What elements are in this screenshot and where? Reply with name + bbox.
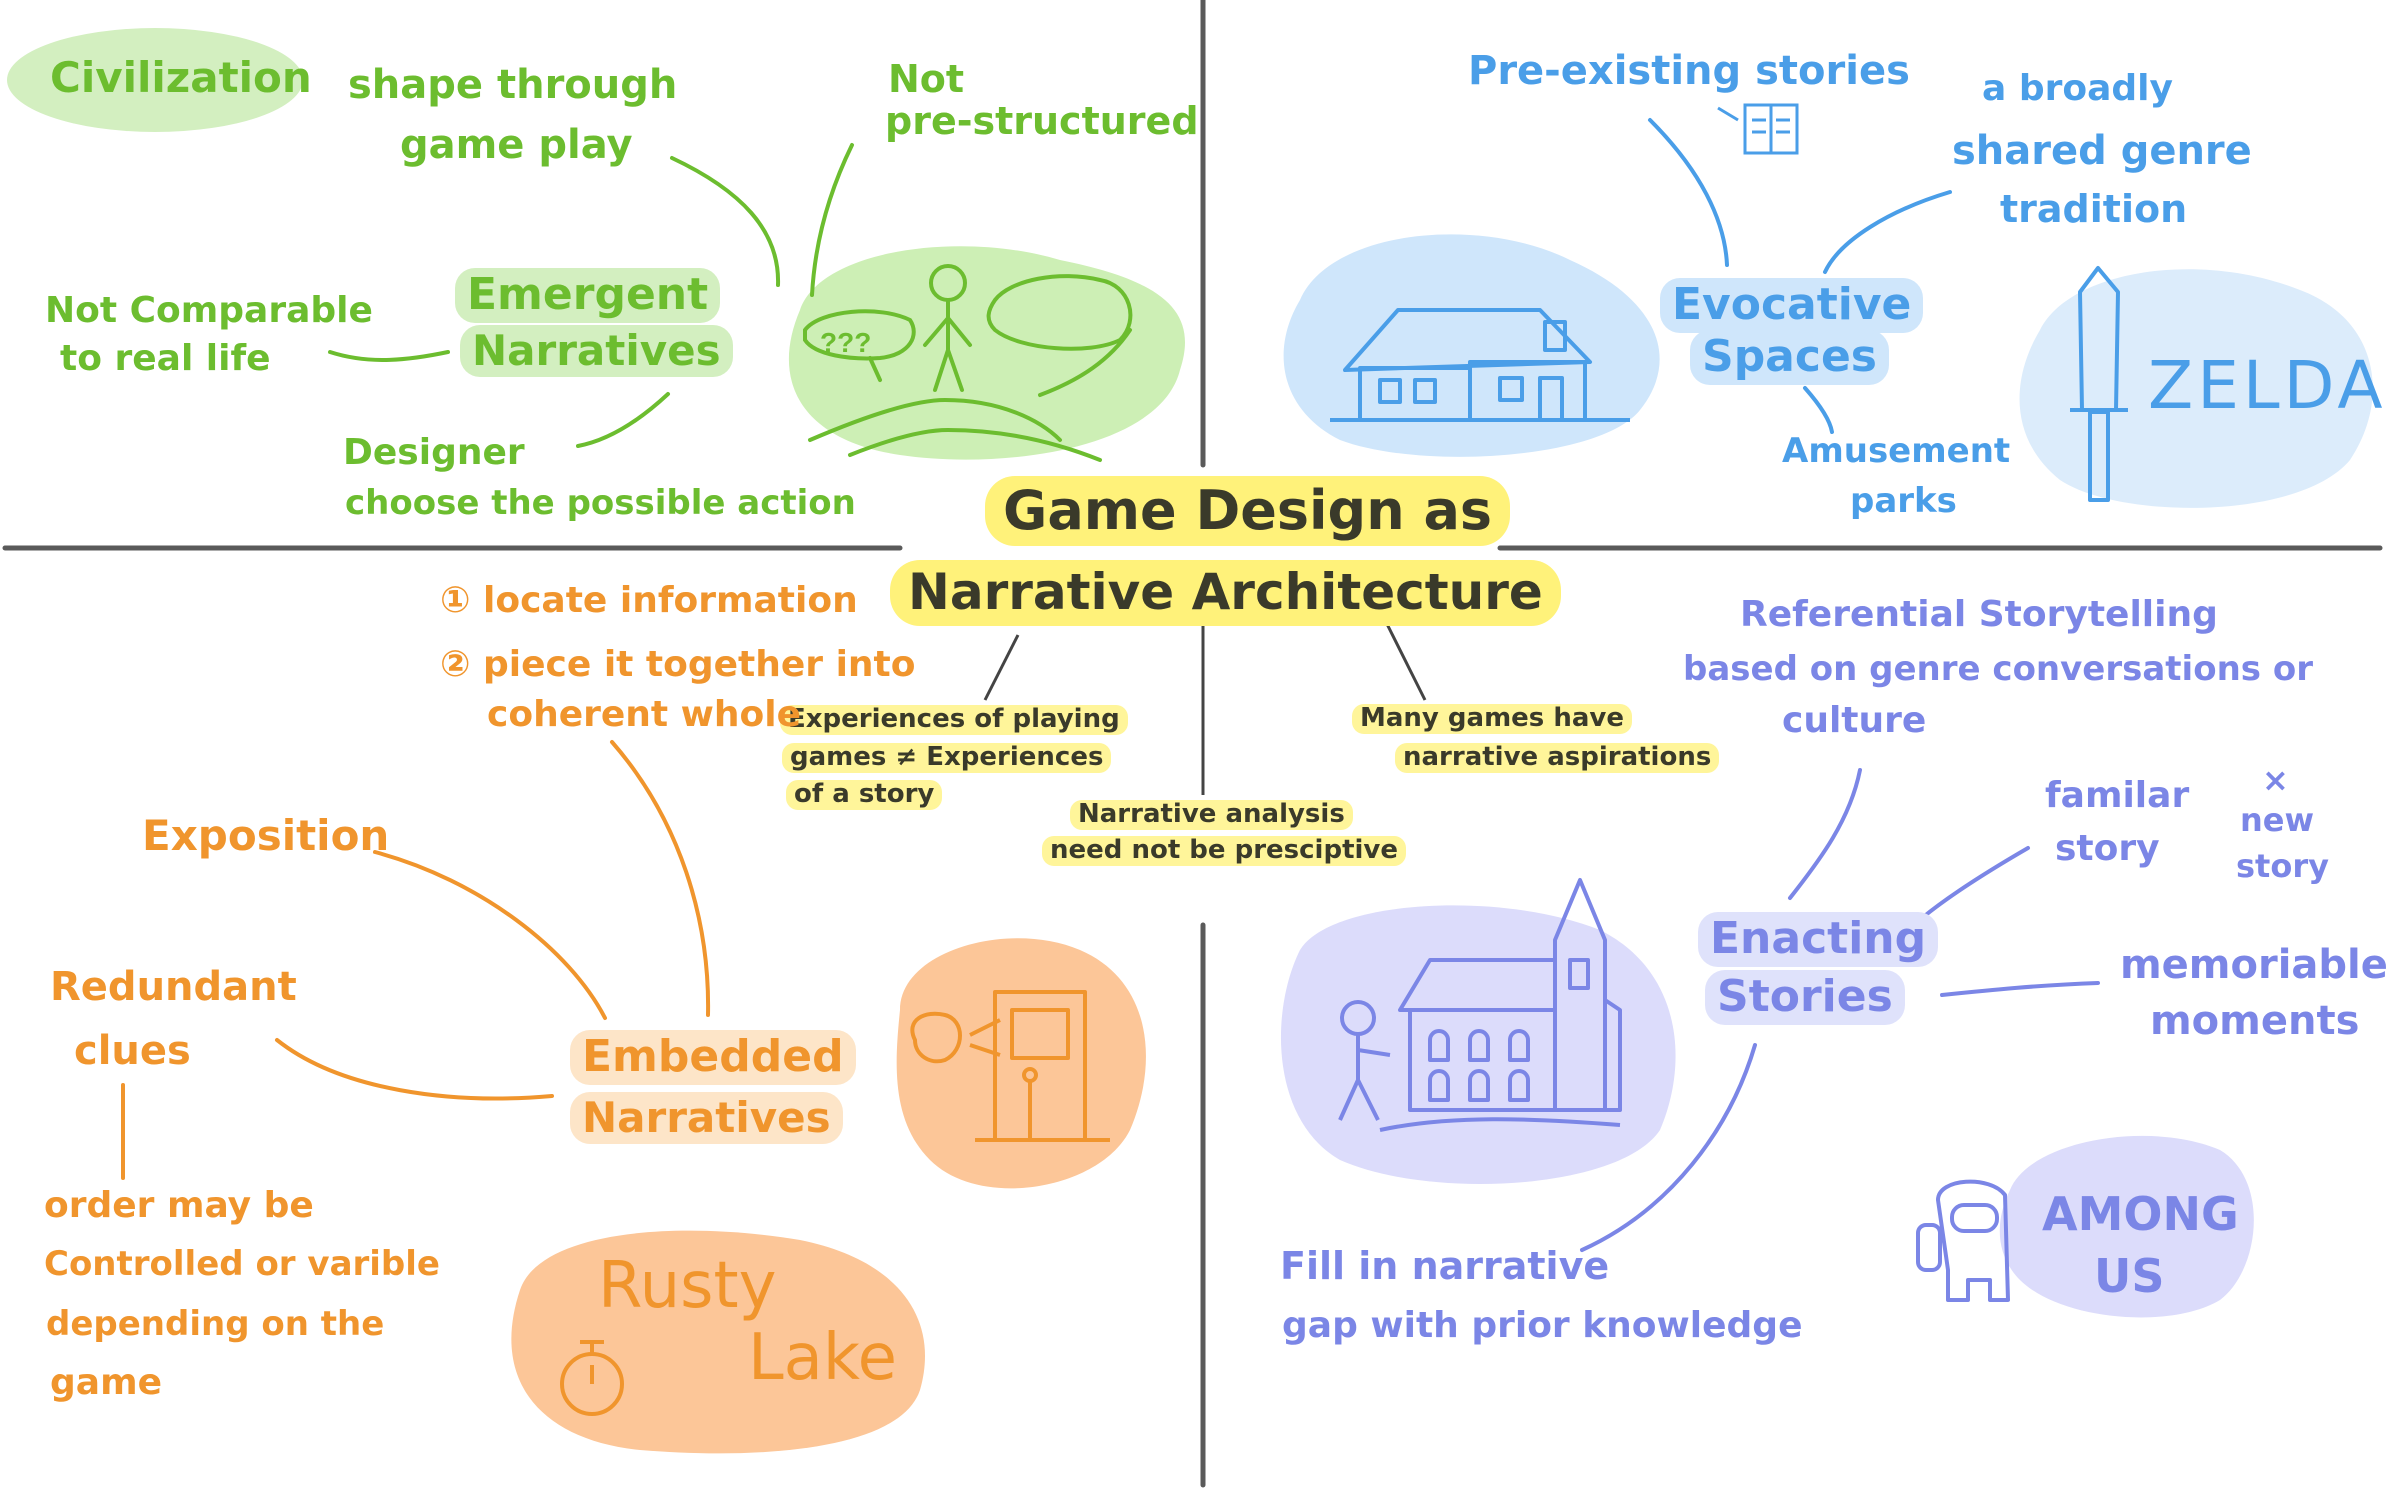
door-blob [896, 938, 1146, 1189]
evocative-note: a broadly [1982, 68, 2173, 109]
enacting-note: memoriable [2120, 942, 2386, 988]
evocative-title-line2: Spaces [1690, 330, 1889, 385]
embedded-note: ① locate information [440, 580, 858, 621]
sword-drawing [2070, 266, 2128, 502]
enacting-note: Referential Storytelling [1740, 594, 2218, 635]
door-drawing [910, 990, 1110, 1142]
center-note: Narrative analysis [1070, 799, 1353, 830]
tree-bubble-text: ??? [820, 327, 871, 358]
central-title-line1: Game Design as [985, 476, 1511, 547]
embedded-note: game [50, 1362, 162, 1403]
enacting-note: familar [2045, 775, 2190, 816]
civilization-label: Civilization [50, 53, 312, 102]
emergent-note: shape through [348, 62, 678, 108]
emergent-connectors [328, 143, 854, 448]
evocative-note: tradition [2000, 187, 2188, 231]
enacting-note: Fill in narrative [1280, 1244, 1610, 1288]
emergent-note: Not [888, 57, 965, 101]
embedded-note: order may be [44, 1185, 314, 1226]
enacting-note: story [2055, 828, 2160, 869]
enacting-note: new [2240, 801, 2315, 839]
center-note: of a story [786, 779, 943, 810]
emergent-note: to real life [60, 338, 271, 379]
among-us-label-line1: AMONG [2042, 1187, 2239, 1241]
enacting-note: gap with prior knowledge [1282, 1305, 1803, 1346]
emergent-note: pre-structured [885, 99, 1199, 143]
tree-path-drawing [803, 264, 1133, 462]
enacting-note: × [2262, 761, 2289, 799]
embedded-note: Controlled or varible [44, 1244, 440, 1284]
mansion-blob [1280, 905, 1676, 1184]
enacting-note: based on genre conversations or [1683, 649, 2313, 689]
center-note: Many games have [1352, 703, 1632, 734]
enacting-title-line1: Enacting [1698, 912, 1939, 967]
tree-path-blob [788, 246, 1185, 460]
stopwatch-icon [560, 1340, 624, 1416]
emergent-note: Designer [343, 432, 525, 473]
center-note: need not be presciptive [1042, 835, 1406, 866]
embedded-title-line1: Embedded [570, 1030, 856, 1085]
enacting-note: culture [1782, 700, 1927, 741]
book-icon [1717, 103, 1799, 155]
center-note: games ≠ Experiences [782, 742, 1112, 773]
evocative-note: Amusement [1782, 431, 2011, 471]
center-connectors [983, 618, 1427, 795]
zelda-label: ZELDA [2148, 347, 2386, 424]
center-note: Experiences of playing [780, 704, 1128, 735]
among-us-crewmate [1916, 1179, 2010, 1302]
embedded-note: Redundant [50, 964, 297, 1010]
mansion-drawing [1338, 878, 1622, 1132]
embedded-note: ② piece it together into [440, 644, 916, 685]
embedded-note: clues [74, 1028, 191, 1074]
enacting-connectors [1580, 768, 2100, 1252]
embedded-connectors [121, 740, 711, 1180]
among-us-blob [1999, 1135, 2254, 1318]
rusty-lake-label-line2: Lake [748, 1321, 898, 1395]
emergent-note: game play [400, 122, 633, 168]
evocative-note: shared genre [1952, 128, 2252, 174]
embedded-title-line2: Narratives [570, 1092, 843, 1145]
embedded-note: depending on the [46, 1304, 385, 1344]
emergent-title-line2: Narratives [460, 325, 733, 378]
evocative-title-line1: Evocative [1660, 278, 1924, 333]
embedded-note: coherent whole [487, 694, 802, 735]
emergent-note: choose the possible action [345, 483, 856, 523]
center-note: narrative aspirations [1395, 742, 1720, 773]
civilization-blob [7, 28, 303, 132]
emergent-note: Not Comparable [45, 290, 373, 331]
among-us-label-line2: US [2094, 1249, 2165, 1303]
rusty-lake-label-line1: Rusty [598, 1249, 777, 1323]
evocative-connectors [1648, 118, 1952, 434]
evocative-note: Pre-existing stories [1468, 48, 1910, 94]
enacting-note: moments [2150, 998, 2360, 1044]
enacting-title-line2: Stories [1705, 970, 1905, 1025]
emergent-title-line1: Emergent [455, 268, 721, 323]
rusty-lake-blob [511, 1230, 925, 1454]
evocative-note: parks [1850, 481, 1957, 521]
embedded-note: Exposition [142, 811, 390, 860]
house-blob [1283, 234, 1660, 457]
house-drawing [1330, 308, 1630, 422]
central-title-line2: Narrative Architecture [890, 560, 1561, 626]
enacting-note: story [2236, 847, 2329, 885]
